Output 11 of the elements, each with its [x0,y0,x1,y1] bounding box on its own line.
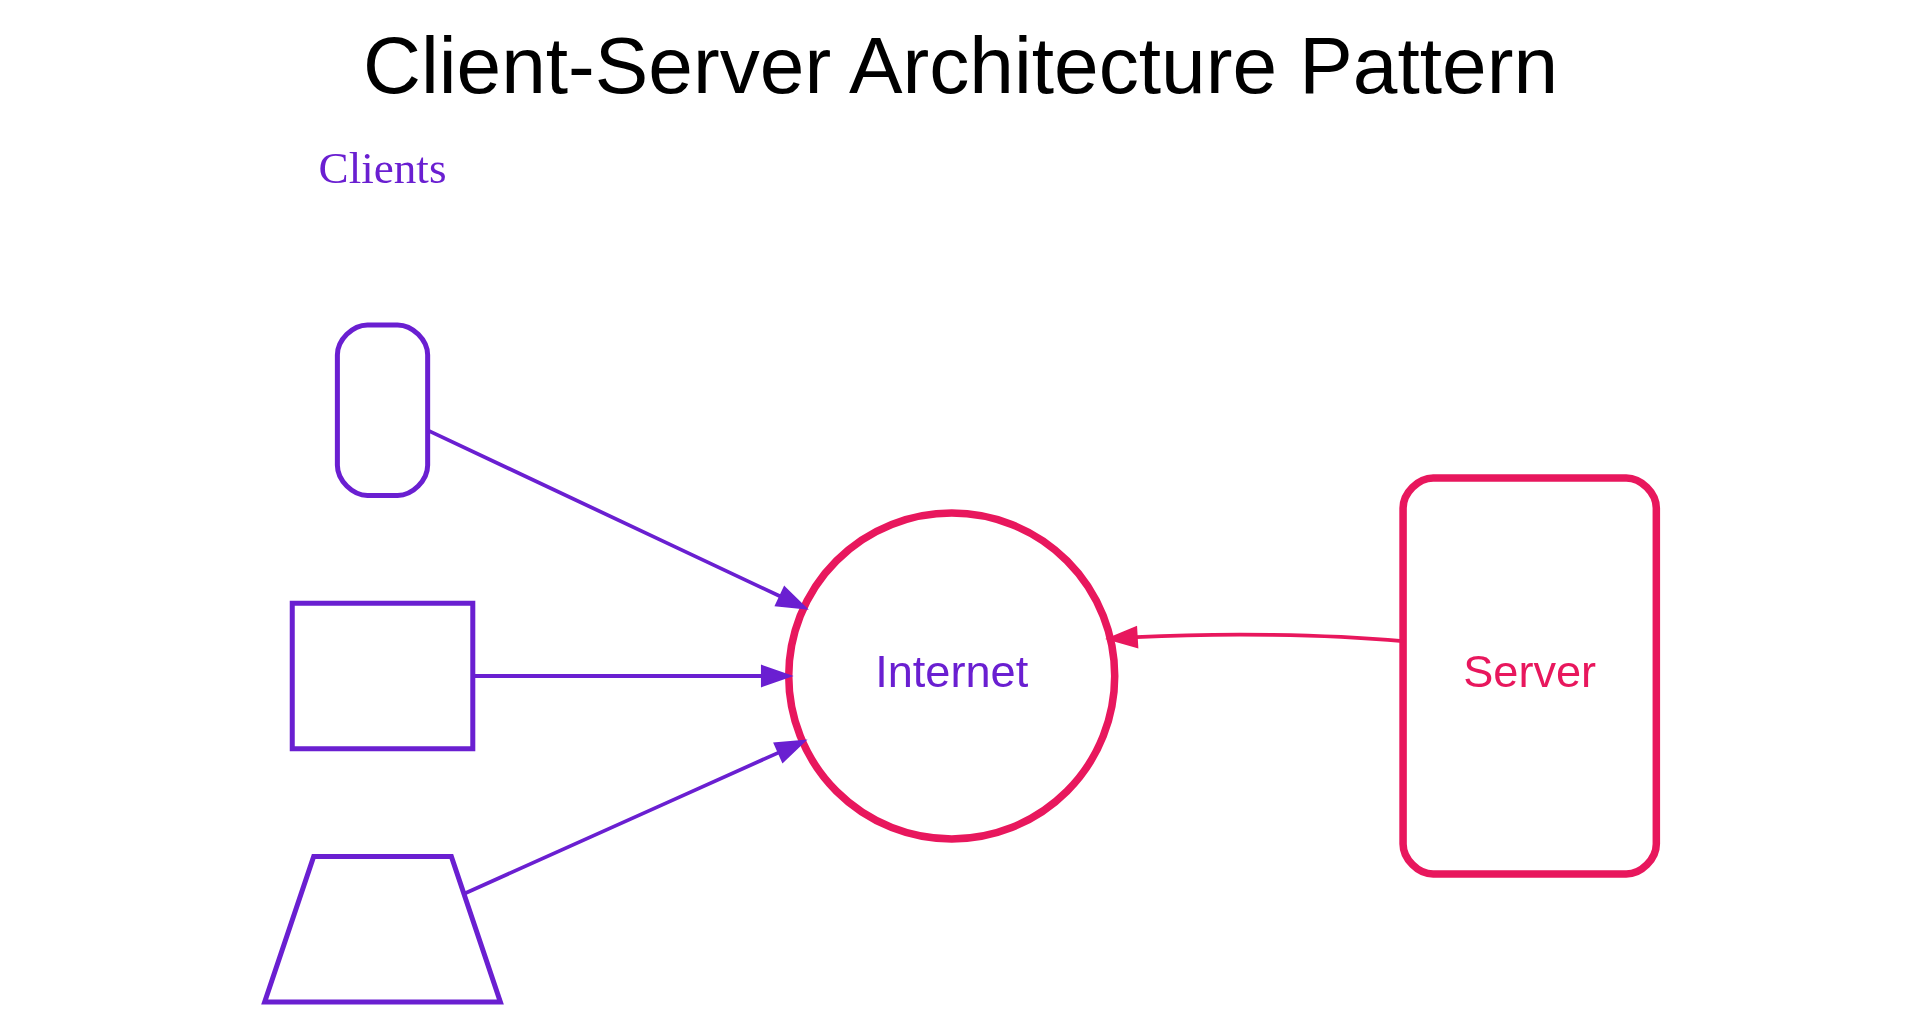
node-box: Server [1398,473,1660,878]
label: Clients [318,142,446,193]
node-phone [334,321,430,498]
arrow [1104,625,1403,648]
arrow [463,739,808,895]
arrow [427,428,809,610]
node-circle: Internet [784,508,1118,843]
node-monitor [289,600,475,751]
diagram-title: Client-Server Architecture Pattern [362,19,1558,110]
arrow [472,664,794,687]
node-laptop [260,853,504,1004]
